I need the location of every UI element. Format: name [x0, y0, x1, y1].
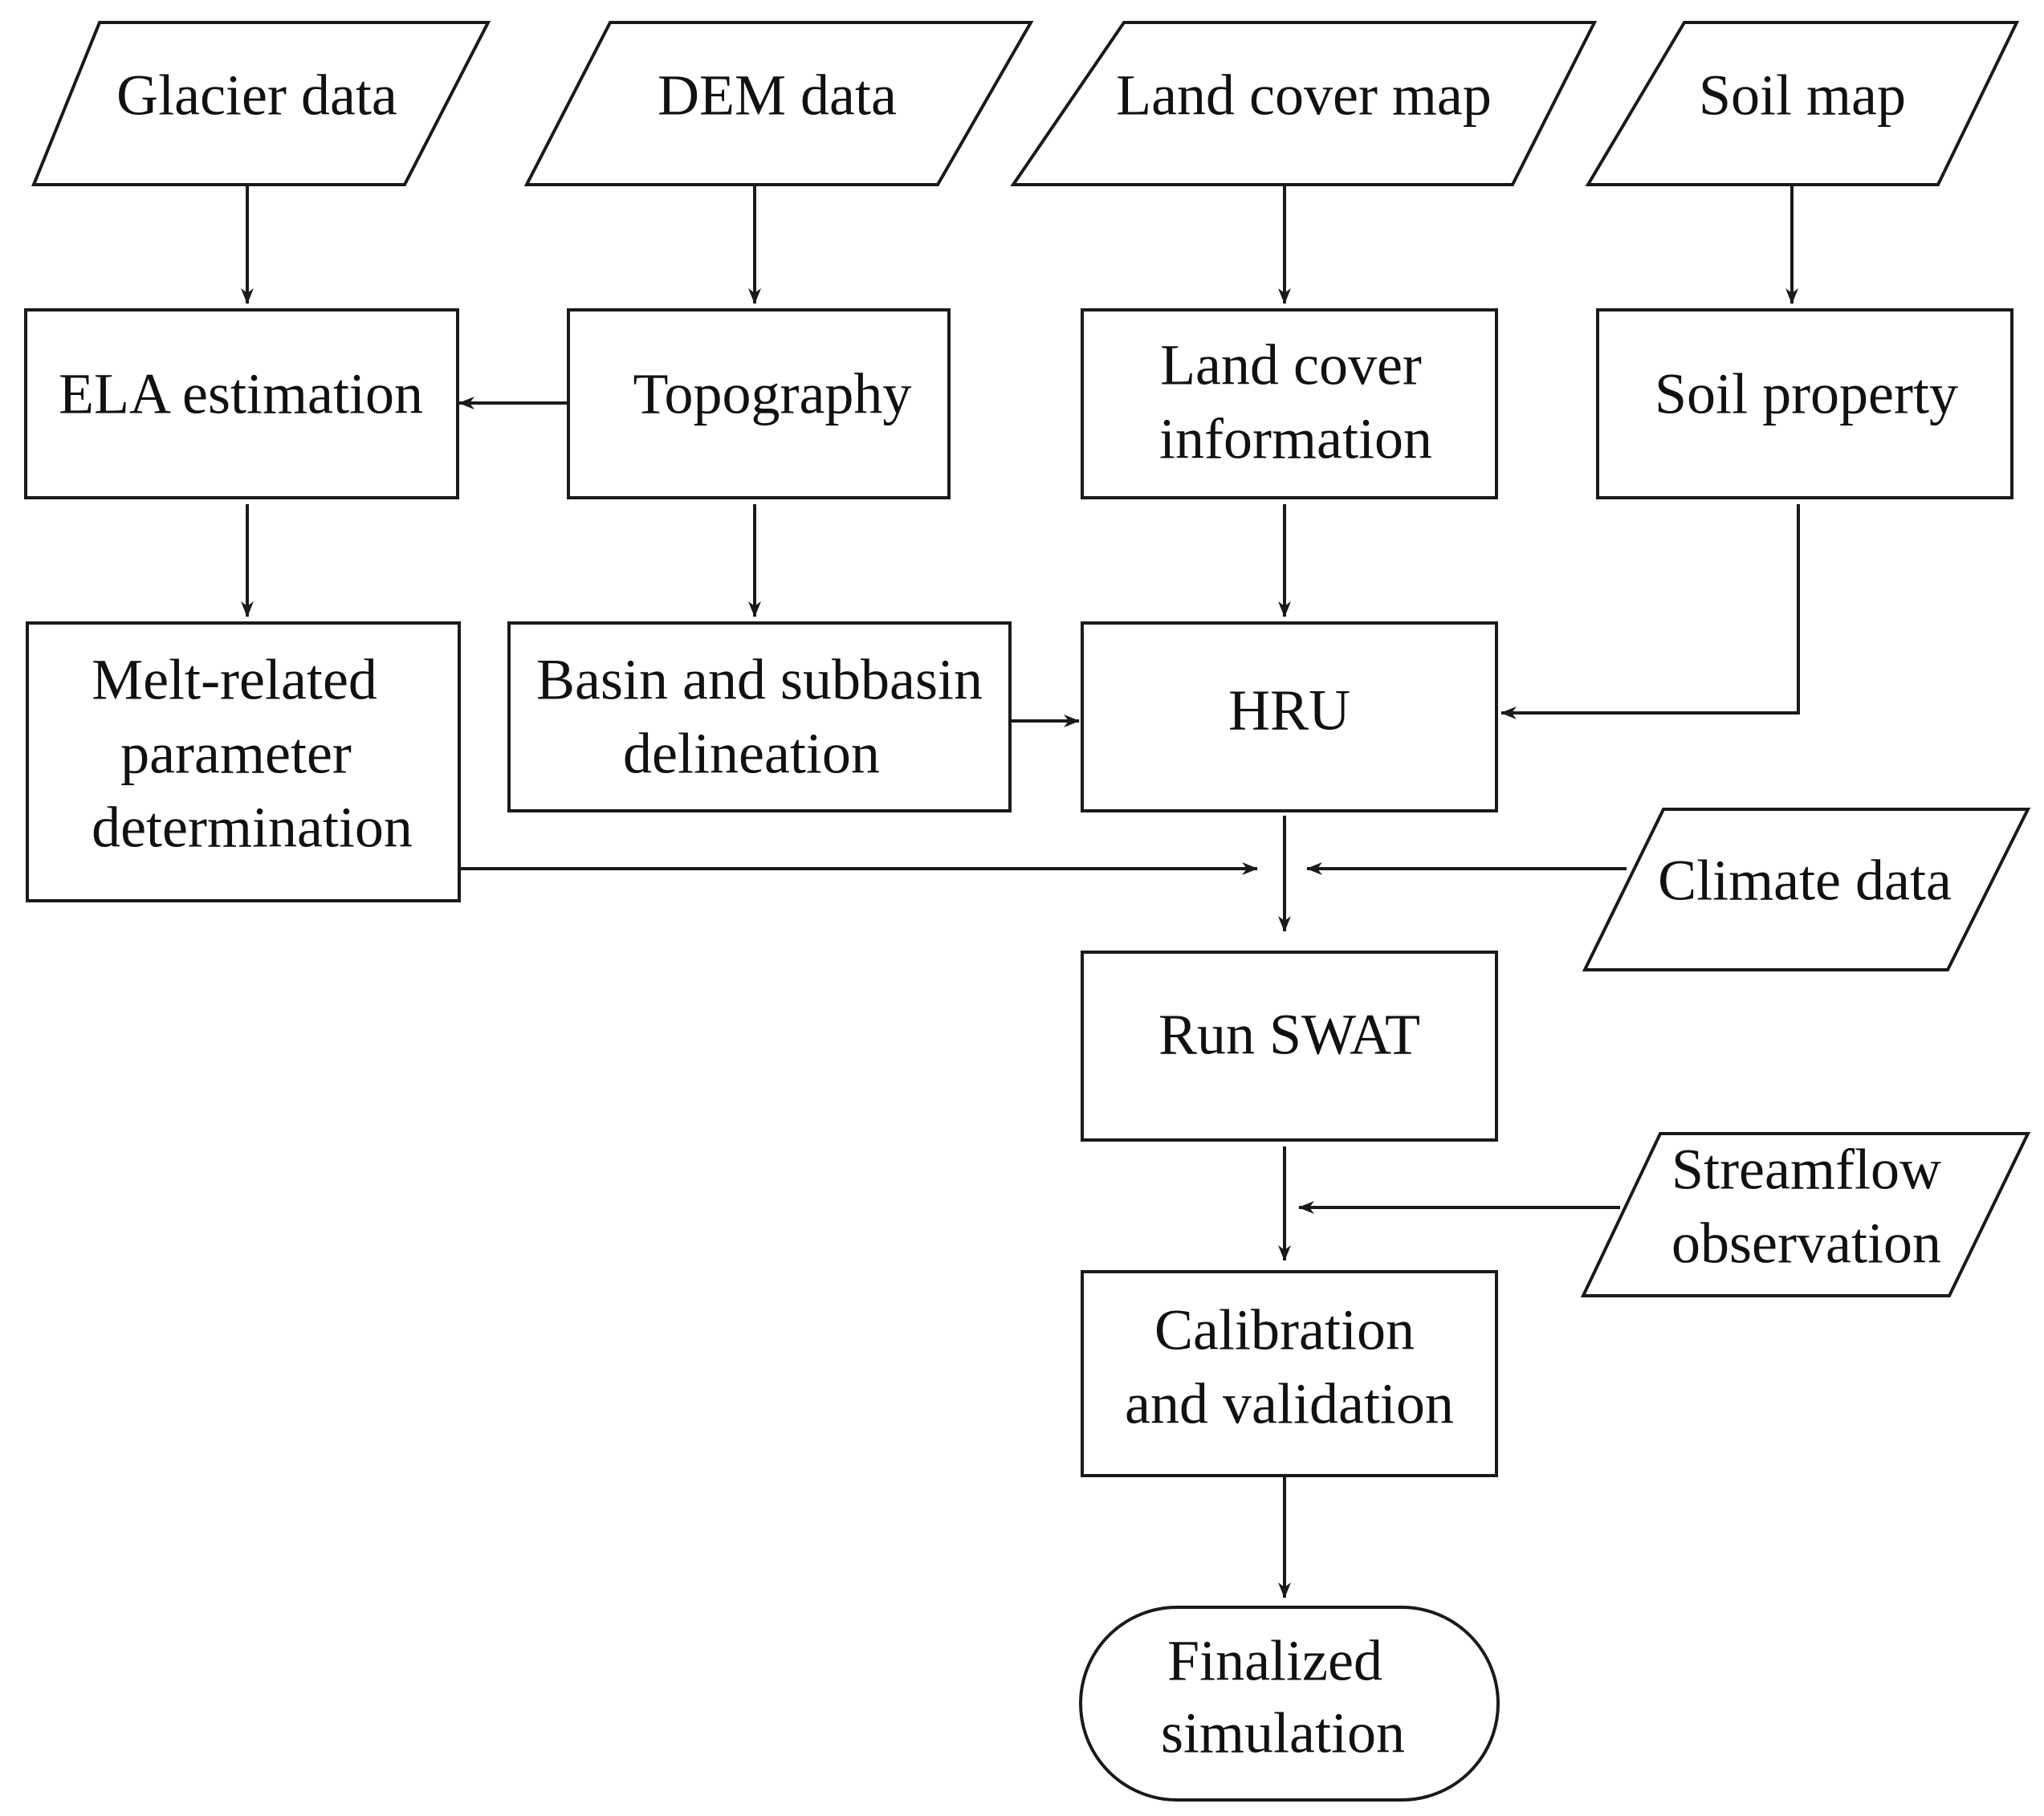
- soil-map-label: Soil map: [1699, 63, 1906, 128]
- finalized-line-1: Finalized: [1167, 1629, 1382, 1693]
- node-topography: Topography: [567, 308, 951, 499]
- input-parallelogram: [31, 21, 491, 186]
- input-parallelogram: [1585, 21, 2020, 186]
- node-melt-related-parameter: Melt-related parameter determination: [26, 621, 461, 902]
- node-soil-map: Soil map: [1585, 21, 2020, 186]
- process-box: [24, 308, 459, 499]
- calibration-line-2: and validation: [1125, 1372, 1454, 1436]
- node-calibration-validation: Calibration and validation: [1081, 1270, 1498, 1477]
- process-box: [1596, 308, 2013, 499]
- edge-soilproperty-to-hru: [1500, 504, 1800, 719]
- process-box: [507, 621, 1012, 812]
- terminator-shape: [1079, 1606, 1500, 1802]
- land-cover-info-line-2: information: [1159, 407, 1432, 471]
- node-finalized-simulation: Finalized simulation: [1079, 1606, 1500, 1802]
- basin-line-2: delineation: [623, 722, 880, 786]
- node-hru: HRU: [1081, 621, 1498, 812]
- ela-estimation-label: ELA estimation: [59, 362, 423, 426]
- edges: [241, 186, 1800, 1598]
- process-box: [1081, 621, 1498, 812]
- node-glacier-data: Glacier data: [31, 21, 491, 186]
- streamflow-line-1: Streamflow: [1671, 1138, 1941, 1202]
- climate-data-label: Climate data: [1658, 849, 1952, 913]
- calibration-line-1: Calibration: [1154, 1298, 1415, 1362]
- land-cover-info-line-1: Land cover: [1160, 333, 1422, 397]
- node-run-swat: Run SWAT: [1081, 951, 1498, 1142]
- dem-data-label: DEM data: [658, 63, 897, 128]
- node-land-cover-information: Land cover information: [1081, 308, 1498, 499]
- hru-label: HRU: [1228, 678, 1350, 743]
- input-parallelogram: [1010, 21, 1598, 186]
- process-box: [567, 308, 951, 499]
- process-box: [1081, 1270, 1498, 1477]
- node-land-cover-map: Land cover map: [1010, 21, 1598, 186]
- input-parallelogram: [1580, 1132, 2031, 1297]
- node-climate-data: Climate data: [1582, 808, 2031, 971]
- melt-param-line-1: Melt-related: [92, 648, 377, 712]
- glacier-data-label: Glacier data: [116, 63, 397, 128]
- node-ela-estimation: ELA estimation: [24, 308, 459, 499]
- node-basin-subbasin: Basin and subbasin delineation: [507, 621, 1012, 812]
- process-box: [1081, 308, 1498, 499]
- melt-param-line-3: determination: [92, 796, 413, 860]
- basin-line-1: Basin and subbasin: [536, 648, 983, 712]
- soil-property-label: Soil property: [1655, 362, 1958, 426]
- streamflow-line-2: observation: [1671, 1211, 1941, 1276]
- node-soil-property: Soil property: [1596, 308, 2013, 499]
- input-parallelogram: [1582, 808, 2031, 971]
- node-dem-data: DEM data: [523, 21, 1034, 186]
- input-parallelogram: [523, 21, 1034, 186]
- melt-param-line-2: parameter: [120, 722, 352, 786]
- process-box: [1081, 951, 1498, 1142]
- node-streamflow-observation: Streamflow observation: [1580, 1132, 2031, 1297]
- topography-label: Topography: [633, 362, 912, 426]
- land-cover-map-label: Land cover map: [1116, 63, 1492, 128]
- process-box: [26, 621, 461, 902]
- finalized-line-2: simulation: [1161, 1701, 1405, 1765]
- run-swat-label: Run SWAT: [1158, 1003, 1420, 1067]
